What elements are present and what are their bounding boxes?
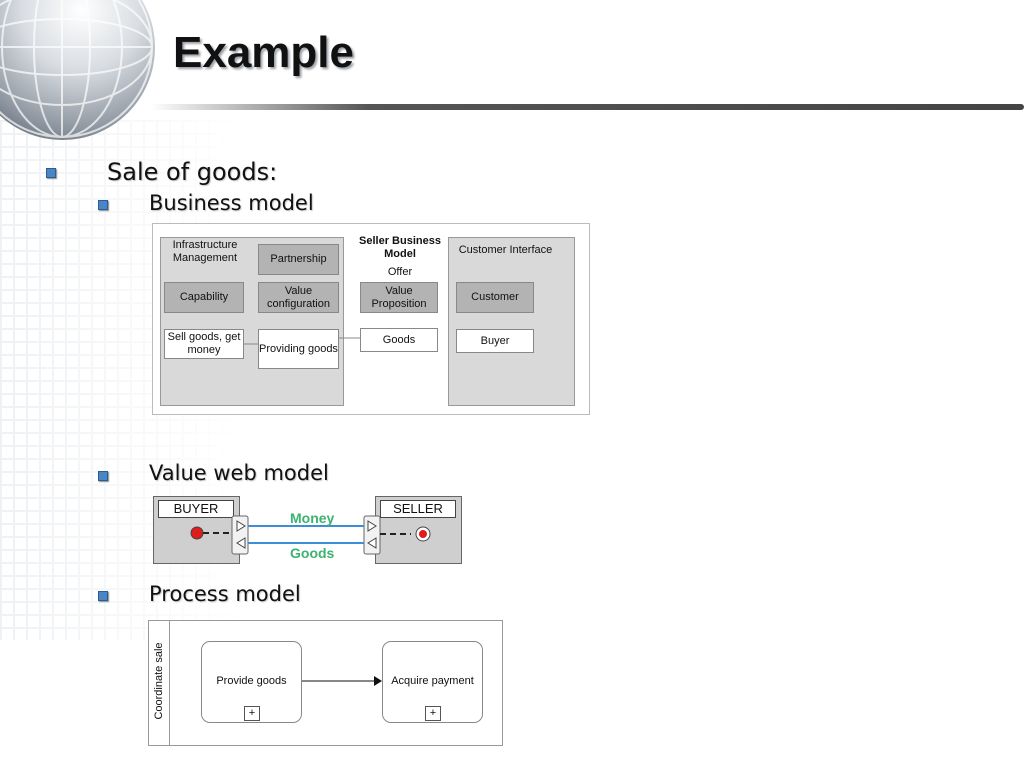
bullet-icon [98, 591, 108, 601]
customer-box: Customer [456, 282, 534, 313]
goods-box: Goods [360, 328, 438, 352]
infrastructure-title: Infrastructure Management [172, 239, 238, 264]
customer-interface-title: Customer Interface [458, 244, 553, 256]
value-proposition-box: Value Proposition [360, 282, 438, 313]
slide-title: Example [173, 28, 354, 77]
task-label: Provide goods [216, 675, 287, 687]
seller-label: SELLER [380, 500, 456, 518]
capability-box: Capability [164, 282, 244, 313]
value-web-diagram: BUYER SELLER Money Goods [153, 496, 462, 564]
sell-goods-box: Sell goods, get money [164, 329, 244, 359]
subprocess-plus-icon: + [244, 706, 260, 721]
swimlane-header: Coordinate sale [149, 621, 170, 745]
sequence-flow-arrow [302, 676, 382, 686]
subprocess-plus-icon: + [425, 706, 441, 721]
money-flow-label: Money [290, 510, 335, 526]
business-model-diagram: Infrastructure Management Partnership Ca… [152, 223, 590, 415]
bullet-icon [46, 168, 56, 178]
task-acquire-payment: Acquire payment + [382, 641, 483, 723]
bullet-sale-of-goods: Sale of goods: [107, 158, 278, 186]
globe-logo-icon [0, 0, 155, 140]
task-label: Acquire payment [391, 675, 474, 687]
offer-subtitle: Offer [387, 266, 413, 278]
bullet-business-model: Business model [149, 191, 314, 215]
value-configuration-box: Value configuration [258, 282, 339, 313]
bullet-icon [98, 200, 108, 210]
business-model-connectors [244, 337, 360, 345]
bullet-process-model: Process model [149, 582, 301, 606]
customer-interface-panel [448, 237, 575, 406]
bullet-icon [98, 471, 108, 481]
infrastructure-panel [160, 237, 344, 406]
process-model-diagram: Coordinate sale Provide goods + Acquire … [148, 620, 503, 746]
goods-flow-label: Goods [290, 545, 335, 561]
partnership-box: Partnership [258, 244, 339, 275]
buyer-label: BUYER [158, 500, 234, 518]
offer-title: Seller Business Model [359, 235, 441, 260]
buyer-actor: BUYER [153, 496, 240, 564]
providing-goods-box: Providing goods [258, 329, 339, 369]
title-rule [150, 104, 1024, 110]
buyer-box: Buyer [456, 329, 534, 353]
task-provide-goods: Provide goods + [201, 641, 302, 723]
bullet-value-web-model: Value web model [149, 461, 329, 485]
value-exchange-arrows [190, 515, 431, 555]
